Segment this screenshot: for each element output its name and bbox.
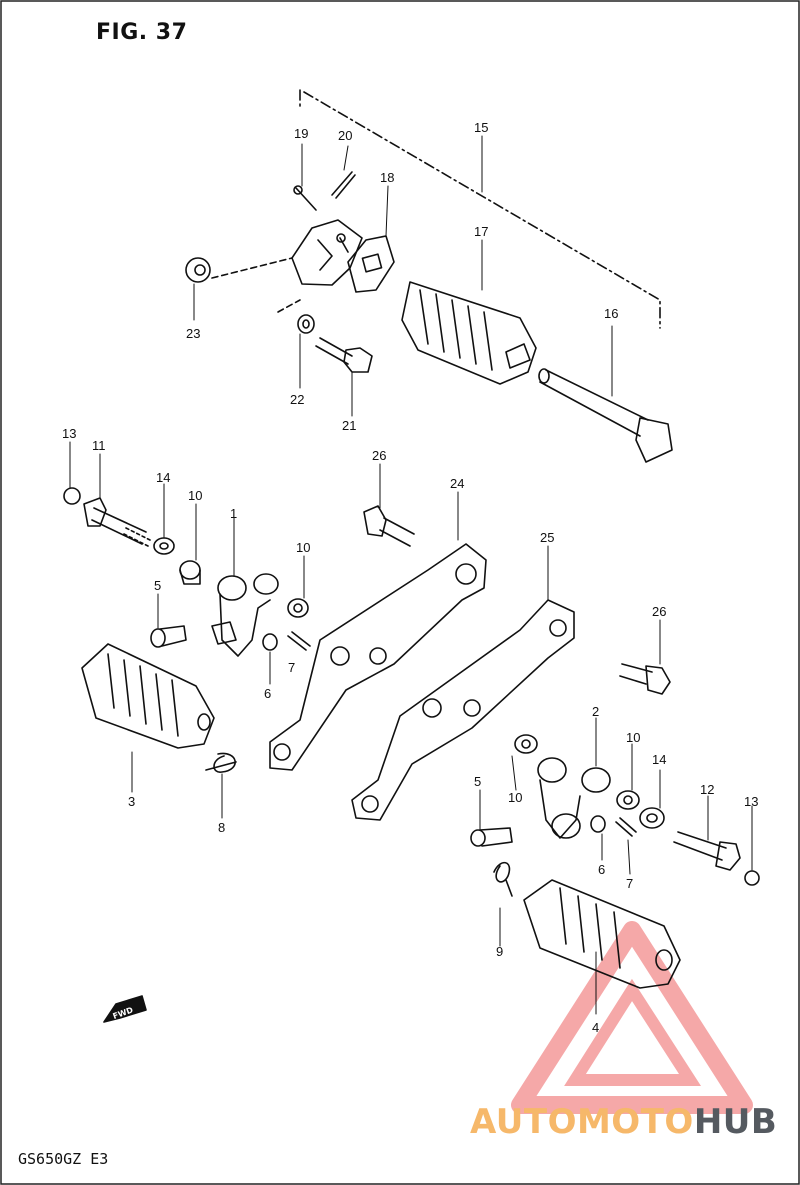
part-10-collar-b [287,598,309,618]
callout-1: 1 [230,506,237,521]
part-26-bolt-upper [363,505,415,547]
leader-lines [69,135,753,1015]
part-9-spring [493,861,513,897]
part-21-bolt [315,337,373,373]
part-4-footrest [523,879,681,989]
callout-17: 17 [474,224,488,239]
part-26-bolt-lower [619,663,671,695]
callout-7: 7 [288,660,295,675]
callout-13: 13 [744,794,758,809]
callout-20: 20 [338,128,352,143]
callout-labels: 19 20 18 15 17 16 23 22 21 13 11 14 10 1… [62,120,758,1035]
callout-5: 5 [474,774,481,789]
part-7-cotter-right [615,817,637,837]
callout-23: 23 [186,326,200,341]
callout-7: 7 [626,876,633,891]
part-5-pin-right [470,827,513,847]
callout-14: 14 [156,470,170,485]
part-3-footrest [81,643,215,749]
part-13-nut-right [744,870,760,886]
part-10-collar-c [514,734,538,754]
part-11-bolt [83,497,151,547]
callout-19: 19 [294,126,308,141]
part-6-washer-left [262,633,278,651]
callout-11: 11 [92,438,106,453]
part-13-nut-left [63,487,81,505]
watermark-logo [511,921,753,1114]
callout-8: 8 [218,820,225,835]
callout-22: 22 [290,392,304,407]
part-22-washer [297,314,315,334]
part-16-footrest-shaft [538,368,673,463]
part-19-pin [293,185,317,211]
callout-26: 26 [652,604,666,619]
watermark-text-a: AUTOMOTO [470,1102,694,1142]
part-8-spring [205,752,237,773]
callout-16: 16 [604,306,618,321]
callout-18: 18 [380,170,394,185]
part-17-footrest-rubber [401,281,537,385]
callout-10: 10 [626,730,640,745]
fwd-arrow-icon [103,995,147,1023]
callout-10: 10 [508,790,522,805]
callout-6: 6 [598,862,605,877]
part-24-footrest-plate [269,543,487,771]
part-7-cotter-left [287,631,311,651]
leader-22 [277,299,301,313]
callout-6: 6 [264,686,271,701]
callout-24: 24 [450,476,464,491]
part-20-cotter-pin [331,171,356,199]
figure-title: FIG. 37 [96,20,188,45]
callout-10: 10 [296,540,310,555]
part-10-collar-d [616,790,640,810]
callout-9: 9 [496,944,503,959]
callout-3: 3 [128,794,135,809]
part-10-collar-a [179,560,201,585]
callout-10: 10 [188,488,202,503]
callout-4: 4 [592,1020,599,1035]
part-12-bolt [673,831,741,871]
callout-21: 21 [342,418,356,433]
callout-2: 2 [592,704,599,719]
model-code: GS650GZ E3 [18,1150,109,1168]
callout-13: 13 [62,426,76,441]
watermark-text: AUTOMOTOHUB [470,1102,777,1142]
part-14-washer-left [153,537,175,555]
part-2-bracket [537,757,611,839]
part-5-pin-left [150,625,187,648]
watermark-text-b: HUB [693,1102,778,1142]
leader-23 [211,257,293,279]
part-25-footrest-plate [351,599,575,821]
part-14-washer-right [639,807,665,829]
assembly-bracket-15 [299,89,661,329]
callout-5: 5 [154,578,161,593]
part-23-nut [185,257,211,283]
callout-14: 14 [652,752,666,767]
part-18-plate [347,235,395,293]
callout-25: 25 [540,530,554,545]
part-6-washer-right [590,815,606,833]
callout-26: 26 [372,448,386,463]
callout-15: 15 [474,120,488,135]
callout-12: 12 [700,782,714,797]
part-1-bracket [211,573,279,657]
